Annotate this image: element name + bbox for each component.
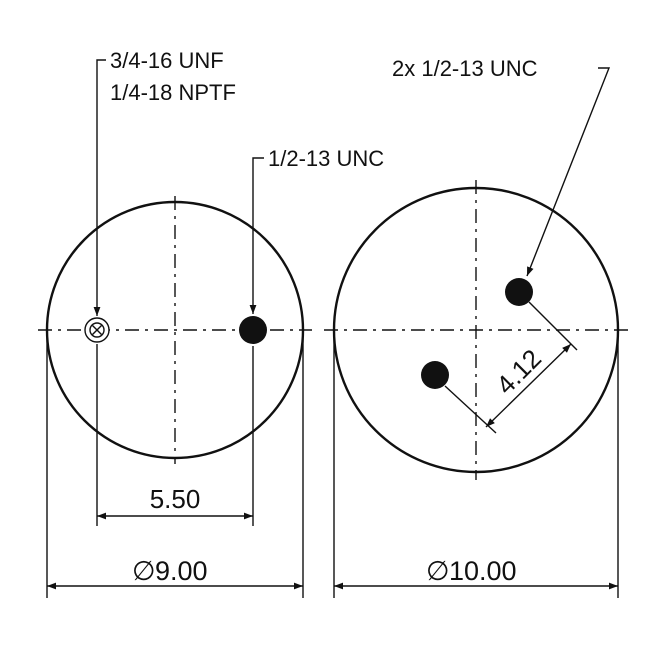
right-diameter-label: ∅ 10.00 xyxy=(426,556,517,586)
air-fitting-symbol xyxy=(84,317,110,343)
right-stud-leader-line xyxy=(526,67,611,277)
fitting-label-line1: 3/4-16 UNF xyxy=(110,48,224,73)
left-stud-hole xyxy=(239,316,267,344)
right-diameter-symbol: ∅ xyxy=(426,556,450,586)
left-stud-leader-line xyxy=(249,157,264,314)
left-view: 3/4-16 UNF 1/4-18 NPTF 1/2-13 UNC 5.50 ∅… xyxy=(38,48,384,598)
angled-extension-upper xyxy=(528,301,578,351)
right-diameter-value: 10.00 xyxy=(449,556,517,586)
right-stud-hole-lower xyxy=(421,361,449,389)
left-diameter-label: ∅ 9.00 xyxy=(132,556,208,586)
right-stud-label: 2x 1/2-13 UNC xyxy=(392,56,538,81)
right-stud-hole-upper xyxy=(505,278,533,306)
spacing-dimension-value: 5.50 xyxy=(150,484,201,514)
left-stud-label: 1/2-13 UNC xyxy=(268,146,384,171)
fitting-label-line2: 1/4-18 NPTF xyxy=(110,80,236,105)
left-diameter-value: 9.00 xyxy=(155,556,208,586)
right-view: 2x 1/2-13 UNC 4.12 ∅ 10.00 xyxy=(324,56,630,598)
left-diameter-symbol: ∅ xyxy=(132,556,156,586)
angled-dimension-line xyxy=(485,343,572,428)
fitting-leader-line xyxy=(93,59,106,316)
